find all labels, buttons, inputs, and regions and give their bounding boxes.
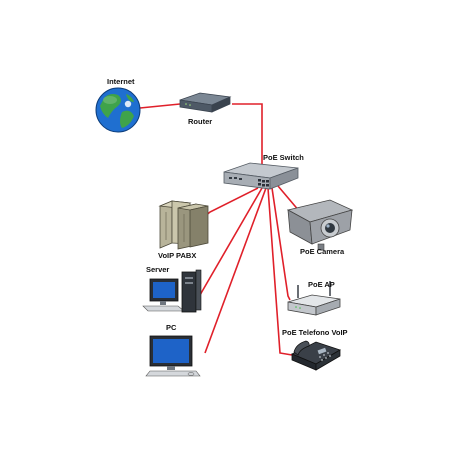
router-node: Router xyxy=(179,92,232,126)
link-switch-server xyxy=(199,187,263,296)
poe-phone-node: PoE Telefono VoIP xyxy=(282,328,348,371)
poe-switch-label: PoE Switch xyxy=(263,153,304,162)
phone-icon xyxy=(291,340,341,371)
connections xyxy=(139,103,301,356)
poe-camera-label: PoE Camera xyxy=(300,247,345,256)
voip-pabx-node: VoIP PABX xyxy=(158,200,209,260)
server-label: Server xyxy=(146,265,169,274)
server-node: Server xyxy=(142,265,202,313)
internet-label: Internet xyxy=(107,77,135,86)
link-switch-phone xyxy=(267,187,293,356)
server-icon xyxy=(142,269,202,313)
poe-phone-label: PoE Telefono VoIP xyxy=(282,328,348,337)
switch-icon xyxy=(223,162,299,190)
access-point-icon xyxy=(287,281,341,316)
link-switch-ap xyxy=(271,187,291,301)
poe-switch-node: PoE Switch xyxy=(223,153,304,190)
poe-camera-node: PoE Camera xyxy=(286,199,354,256)
poe-ap-node: PoE AP xyxy=(287,280,341,316)
link-router-switch xyxy=(232,103,263,170)
router-icon xyxy=(179,92,232,113)
pc-icon xyxy=(145,335,201,377)
voip-pabx-label: VoIP PABX xyxy=(158,251,196,260)
poe-ap-label: PoE AP xyxy=(308,280,335,289)
link-internet-router xyxy=(139,103,181,109)
internet-node: Internet xyxy=(95,77,141,133)
pc-label: PC xyxy=(166,323,177,332)
globe-icon xyxy=(95,87,141,133)
link-switch-pc xyxy=(204,187,267,354)
router-label: Router xyxy=(188,117,212,126)
camera-icon xyxy=(286,199,354,251)
pabx-icon xyxy=(158,200,209,250)
pc-node: PC xyxy=(145,323,201,377)
